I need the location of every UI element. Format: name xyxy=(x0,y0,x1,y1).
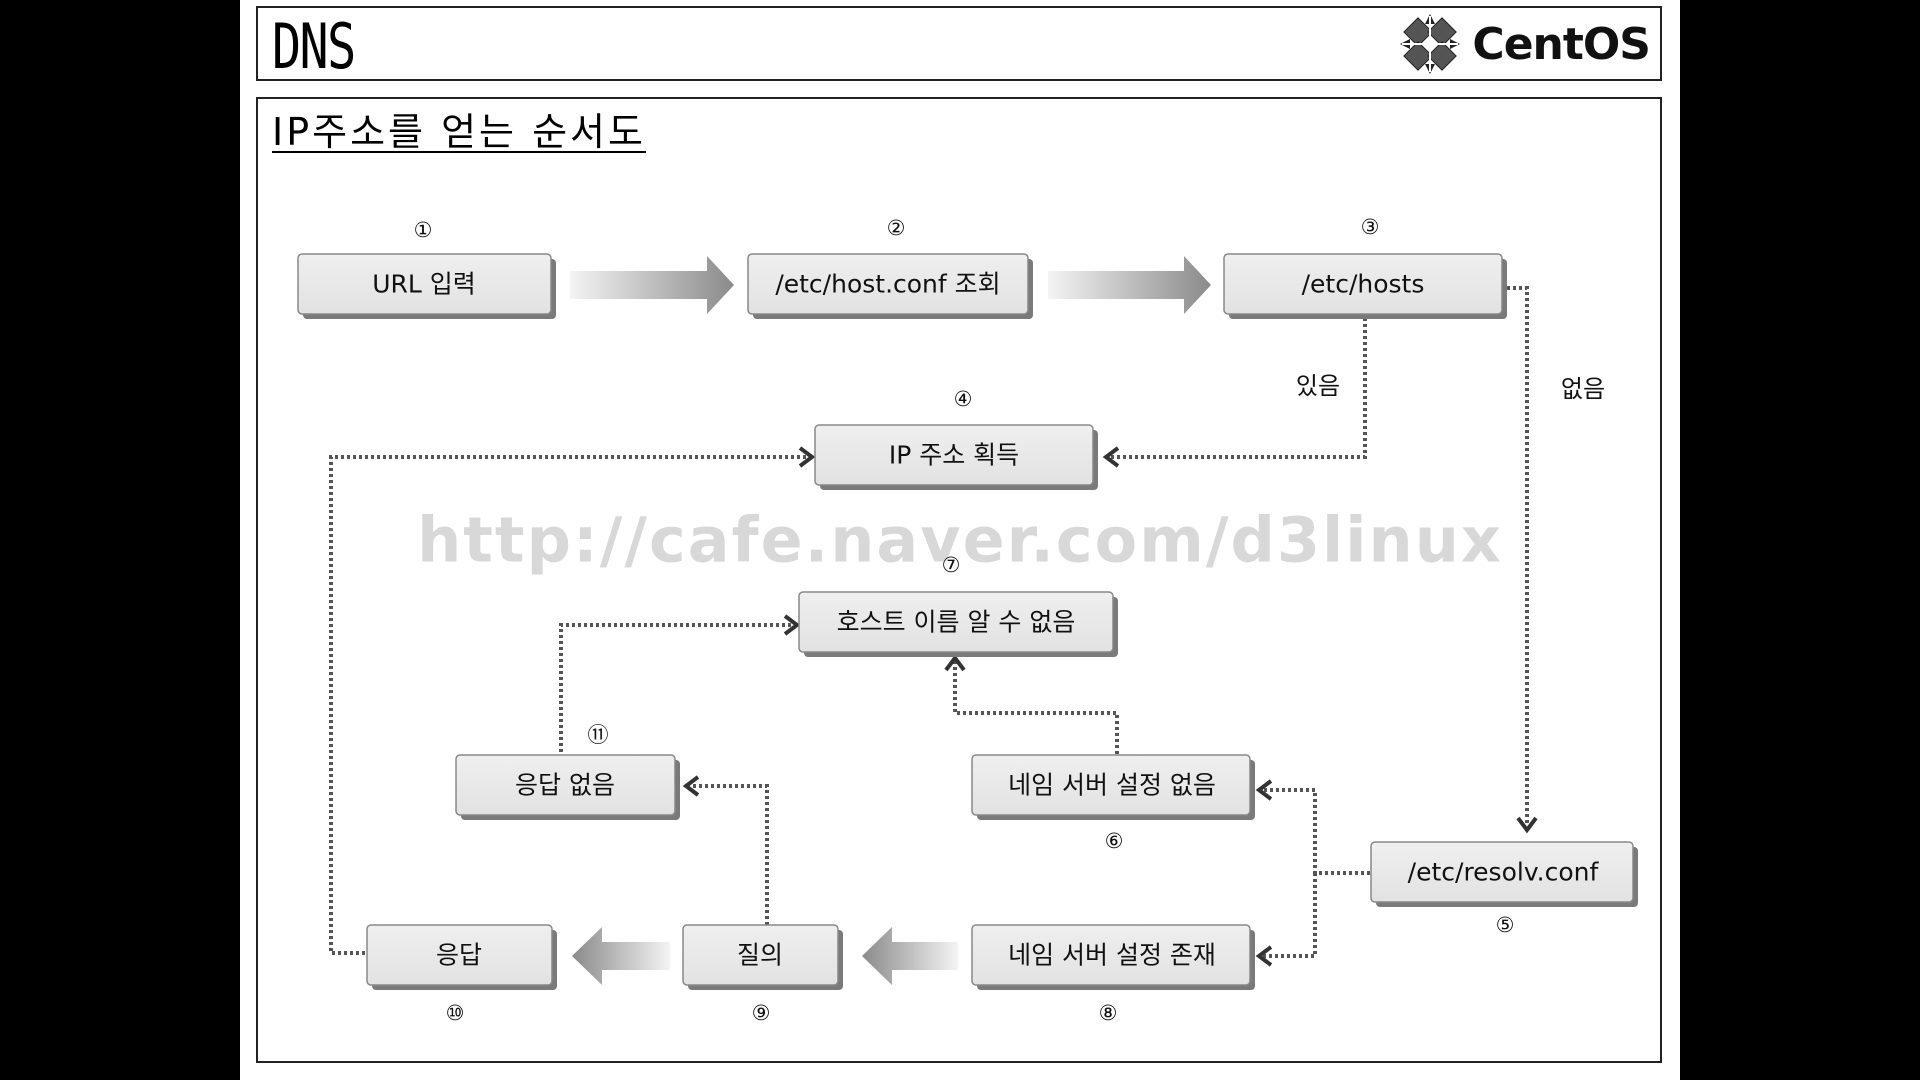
step-number-3: ③ xyxy=(1361,215,1380,239)
step-number-5: ⑤ xyxy=(1496,913,1515,937)
node-url-input-label: URL 입력 xyxy=(372,270,476,299)
centos-logo: CentOS xyxy=(1398,13,1651,75)
node-hosts-label: /etc/hosts xyxy=(1302,270,1425,299)
connector-6-to-7 xyxy=(953,660,1119,754)
node-no-nameserver-label: 네임 서버 설정 없음 xyxy=(1008,771,1216,800)
connector-resolv-to-6 xyxy=(1262,788,1370,875)
step-number-1: ① xyxy=(414,218,433,242)
node-ip-acquire-label: IP 주소 획득 xyxy=(889,441,1019,470)
step-number-10: ⑩ xyxy=(446,1001,465,1025)
arrow-8-to-9 xyxy=(862,927,958,985)
node-hosts: /etc/hosts xyxy=(1223,253,1507,319)
node-nameserver-exists: 네임 서버 설정 존재 xyxy=(971,924,1255,990)
step-number-4: ④ xyxy=(954,387,973,411)
step-number-2: ② xyxy=(887,216,906,240)
arrowhead-to-4-right xyxy=(1102,446,1120,468)
node-resolv-conf: /etc/resolv.conf xyxy=(1370,841,1638,907)
arrowhead-to-5 xyxy=(1516,816,1538,834)
node-url-input: URL 입력 xyxy=(297,253,556,319)
connector-11-to-7 xyxy=(559,623,793,752)
node-no-response: 응답 없음 xyxy=(455,754,680,820)
node-no-response-label: 응답 없음 xyxy=(515,771,615,800)
flow-arrows xyxy=(570,256,1211,985)
arrow-1-to-2 xyxy=(570,256,734,314)
diagram-subtitle: IP주소를 얻는 순서도 xyxy=(272,110,646,154)
arrowhead-to-11 xyxy=(682,775,700,797)
arrow-2-to-3 xyxy=(1048,256,1211,314)
edge-label-not-found: 없음 xyxy=(1561,375,1605,403)
header-bar: DNS xyxy=(256,6,1662,83)
content-panel: IP주소를 얻는 순서도 xyxy=(256,97,1662,1063)
arrowhead-to-7-bottom xyxy=(944,654,966,672)
connector-hosts-found xyxy=(1108,318,1367,459)
node-host-conf-label: /etc/host.conf 조회 xyxy=(775,270,1000,299)
node-resolv-conf-label: /etc/resolv.conf xyxy=(1408,858,1600,887)
connector-arrowheads xyxy=(682,446,1538,967)
node-no-nameserver: 네임 서버 설정 없음 xyxy=(971,754,1255,820)
connector-hosts-not-found xyxy=(1507,286,1529,826)
arrowhead-to-6 xyxy=(1255,779,1273,801)
step-number-11: ⑪ xyxy=(588,723,609,747)
logo-text: CentOS xyxy=(1472,18,1651,70)
edge-label-found: 있음 xyxy=(1296,372,1340,400)
watermark-text: http://cafe.naver.com/d3linux xyxy=(417,504,1503,577)
step-number-7: ⑦ xyxy=(942,553,961,577)
arrow-9-to-10 xyxy=(572,927,670,985)
connector-resolv-to-8 xyxy=(1262,873,1317,958)
node-unknown-host: 호스트 이름 알 수 없음 xyxy=(798,591,1118,657)
dotted-connectors xyxy=(329,286,1529,958)
arrowhead-to-7-left xyxy=(783,614,801,636)
centos-logo-icon xyxy=(1400,14,1461,74)
step-number-9: ⑨ xyxy=(752,1001,771,1025)
node-response-label: 응답 xyxy=(436,941,482,970)
node-host-conf: /etc/host.conf 조회 xyxy=(747,253,1033,319)
slide-title: DNS xyxy=(272,10,356,83)
arrowhead-to-4-left xyxy=(798,446,816,468)
node-query: 질의 xyxy=(682,924,843,990)
arrowhead-to-8 xyxy=(1255,945,1273,967)
node-unknown-host-label: 호스트 이름 알 수 없음 xyxy=(837,608,1076,637)
node-query-label: 질의 xyxy=(737,941,783,970)
step-numbers: ① ② ③ ④ ⑤ ⑥ ⑦ ⑧ ⑨ ⑩ ⑪ xyxy=(414,215,1515,1025)
node-response: 응답 xyxy=(366,924,557,990)
connector-10-to-4 xyxy=(329,455,809,955)
node-ip-acquire: IP 주소 획득 xyxy=(814,424,1098,490)
step-number-8: ⑧ xyxy=(1099,1001,1118,1025)
step-number-6: ⑥ xyxy=(1105,829,1124,853)
node-nameserver-exists-label: 네임 서버 설정 존재 xyxy=(1008,941,1216,970)
connector-9-to-11 xyxy=(689,784,769,925)
